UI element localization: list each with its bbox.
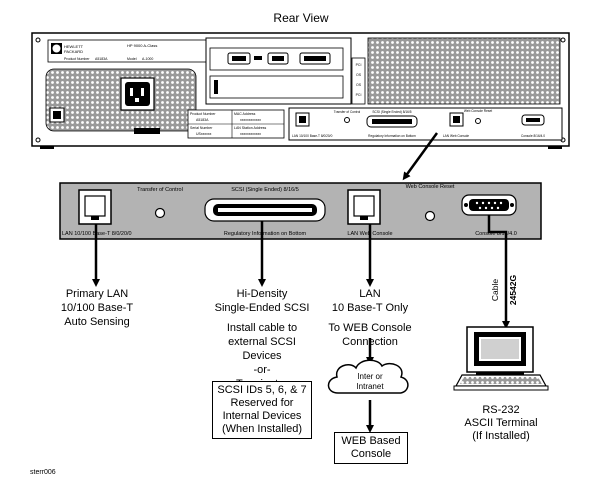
lan-web-port-icon bbox=[347, 189, 381, 225]
table-product-number: Product Number bbox=[190, 112, 216, 116]
transfer-of-control-button bbox=[154, 207, 166, 219]
product-number-label: Product Number bbox=[64, 57, 90, 61]
table-lan-station: LAN Station Address bbox=[234, 126, 267, 130]
enlarged-connector-panel: LAN 10/100 Base-T 8/0/20/0 Transfer of C… bbox=[59, 182, 542, 240]
lan-web-conn-line2: Connection bbox=[342, 336, 398, 348]
table-mac-value: xxxxxxxxxxxx bbox=[240, 118, 261, 122]
cloud-text-2: Intranet bbox=[356, 382, 384, 391]
panel-regulatory-label: Regulatory Information on Bottom bbox=[224, 231, 307, 237]
zoom-arrow bbox=[402, 132, 439, 181]
panel-console-label: Console 8/16/4.0 bbox=[475, 231, 517, 237]
mini-lan-web-label: LAN Web Console bbox=[443, 134, 469, 138]
cable-part-number: 24542G bbox=[508, 274, 518, 305]
right-vent bbox=[367, 37, 561, 105]
mini-lan-label: LAN 10/100 Base-T 8/0/20/0 bbox=[292, 134, 333, 138]
scsi-ids-line1: SCSI IDs 5, 6, & 7 bbox=[217, 384, 307, 396]
lan-port-icon bbox=[78, 189, 112, 225]
scsi-ids-line4: (When Installed) bbox=[221, 423, 303, 435]
pci-slot-2 bbox=[209, 75, 344, 99]
panel-scsi-label: SCSI (Single Ended) 8/16/5 bbox=[231, 187, 299, 193]
title: Rear View bbox=[273, 11, 328, 25]
slot-label: OS bbox=[356, 73, 362, 77]
model-value: A-1000 bbox=[142, 57, 153, 61]
lan-web-conn-line1: To WEB Console bbox=[328, 322, 412, 334]
scsi-install-line1: Install cable to bbox=[226, 322, 298, 334]
terminal-line2: ASCII Terminal bbox=[464, 417, 538, 429]
primary-lan-callout: Primary LAN 10/100 Base-T Auto Sensing bbox=[47, 287, 147, 329]
mini-regulatory-label: Regulatory Information on Bottom bbox=[368, 134, 416, 138]
scsi-ids-line2: Reserved for bbox=[230, 397, 294, 409]
web-console-box: WEB Based Console bbox=[334, 432, 408, 464]
figure-id: sterr006 bbox=[30, 469, 56, 476]
cable-label: Cable bbox=[490, 279, 500, 301]
scsi-install-line4: -or- bbox=[253, 364, 271, 376]
terminal-line1: RS-232 bbox=[482, 404, 520, 416]
lan-web-title-line2: 10 Base-T Only bbox=[331, 302, 409, 314]
logo-text-1: HEWLETT bbox=[64, 44, 84, 49]
slot-label: OS bbox=[356, 83, 362, 87]
mini-console-label: Console 8/16/4.0 bbox=[521, 134, 545, 138]
lan-web-title-line1: LAN bbox=[359, 288, 381, 300]
address-label-table: Product Number A5183A MAC Address xxxxxx… bbox=[187, 109, 285, 139]
ascii-terminal-icon bbox=[453, 326, 549, 391]
slot-label: PCI bbox=[356, 63, 362, 67]
mini-connector-panel: LAN 10/100 Base-T 8/0/20/0 Transfer of C… bbox=[288, 107, 563, 141]
panel-web-reset-label: Web Console Reset bbox=[406, 184, 455, 190]
table-serial-number: Serial Number bbox=[190, 126, 213, 130]
terminal-line3: (If Installed) bbox=[472, 430, 530, 442]
product-number-value: A5183A bbox=[95, 57, 108, 61]
scsi-callout: Hi-Density Single-Ended SCSI Install cab… bbox=[200, 287, 324, 391]
primary-lan-line1: Primary LAN bbox=[65, 288, 129, 300]
mini-scsi-label: SCSI (Single Ended) 8/16/5 bbox=[372, 110, 411, 114]
web-console-reset-button bbox=[424, 210, 436, 222]
scsi-title-line2: Single-Ended SCSI bbox=[214, 302, 310, 314]
table-serial-value: USxxxxxx bbox=[196, 132, 212, 136]
cloud-icon bbox=[327, 359, 409, 394]
mini-web-reset-label: Web Console Reset bbox=[464, 109, 492, 113]
lan-web-callout: LAN 10 Base-T Only To WEB Console Connec… bbox=[322, 287, 418, 349]
chassis-rear: HEWLETT PACKARD HP 9000 A-Class Product … bbox=[31, 32, 570, 149]
table-mac-address: MAC Address bbox=[234, 112, 256, 116]
web-console-line1: WEB Based bbox=[341, 435, 401, 447]
primary-lan-line2: 10/100 Base-T bbox=[60, 302, 134, 314]
mini-transfer-label: Transfer of Control bbox=[334, 110, 361, 114]
web-console-line2: Console bbox=[350, 448, 392, 460]
scsi-install-line3: Devices bbox=[242, 350, 282, 362]
console-port-icon bbox=[461, 194, 517, 216]
panel-transfer-label: Transfer of Control bbox=[137, 187, 183, 193]
model-label: Model bbox=[127, 57, 137, 61]
scsi-install-line2: external SCSI bbox=[228, 336, 296, 348]
console-cable bbox=[487, 215, 510, 329]
cloud-text-1: Inter or bbox=[357, 372, 383, 381]
scsi-title-line1: Hi-Density bbox=[236, 288, 288, 300]
table-lan-value: xxxxxxxxxxxx bbox=[240, 132, 261, 136]
table-product-value: A5183A bbox=[196, 118, 209, 122]
logo-text-2: PACKARD bbox=[64, 49, 83, 54]
scsi-port-icon bbox=[204, 198, 326, 222]
chassis-model: HP 9000 A-Class bbox=[127, 43, 157, 48]
slot-label: PCI bbox=[356, 93, 362, 97]
scsi-ids-box: SCSI IDs 5, 6, & 7 Reserved for Internal… bbox=[212, 381, 312, 439]
terminal-callout: RS-232 ASCII Terminal (If Installed) bbox=[446, 404, 556, 443]
scsi-ids-line3: Internal Devices bbox=[222, 410, 302, 422]
primary-lan-line3: Auto Sensing bbox=[64, 316, 130, 328]
